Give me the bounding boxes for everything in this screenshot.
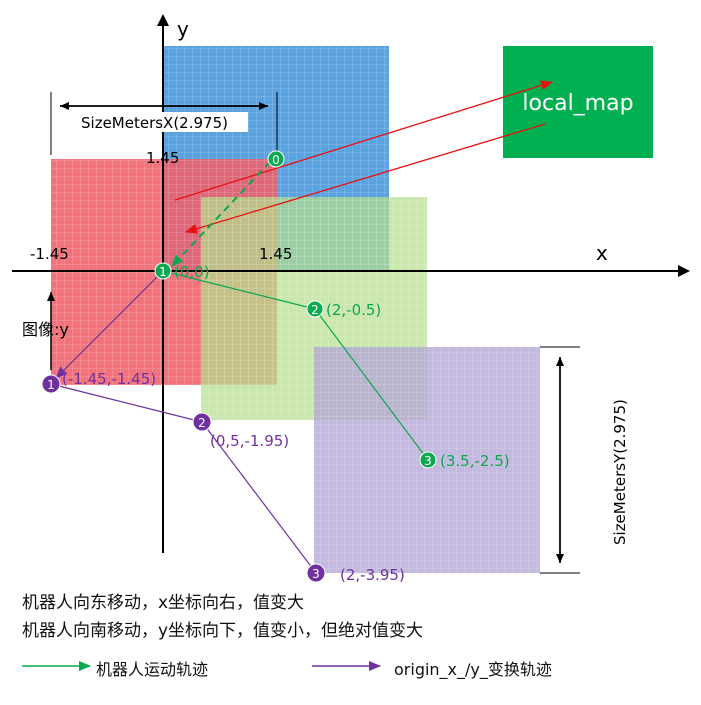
origin-path-seg1 <box>50 383 203 423</box>
robot-point-1-label: (0,0) <box>174 263 210 281</box>
origin-point-1: 1 <box>41 374 61 394</box>
tick-neg-x: -1.45 <box>30 245 69 263</box>
svg-text:1: 1 <box>47 378 55 392</box>
origin-point-2-label: (0,5,-1.95) <box>210 432 289 450</box>
local-map-label: local_map <box>522 91 633 116</box>
svg-text:2: 2 <box>311 303 319 317</box>
local-map-box <box>503 46 653 158</box>
robot-path-seg2 <box>314 308 429 461</box>
tick-pos-y: 1.45 <box>146 149 179 167</box>
robot-point-2-label: (2,-0.5) <box>326 301 381 319</box>
size-x-label: SizeMetersX(2.975) <box>81 114 228 132</box>
svg-text:1: 1 <box>159 265 167 279</box>
svg-text:3: 3 <box>424 454 432 468</box>
origin-point-2: 2 <box>192 412 212 432</box>
red-arrow-in <box>185 123 546 234</box>
svg-text:2: 2 <box>198 416 206 430</box>
red-arrow-out <box>174 80 553 201</box>
legend-robot-label: 机器人运动轨迹 <box>96 660 209 679</box>
origin-point-1-label: (-1.45,-1.45) <box>62 370 156 388</box>
robot-point-3-label: (3.5,-2.5) <box>440 452 510 470</box>
tick-pos-x: 1.45 <box>259 245 292 263</box>
size-y-label: SizeMetersY(2.975) <box>611 399 629 545</box>
robot-point-2: 2 <box>306 300 324 318</box>
note-east: 机器人向东移动，x坐标向右，值变大 <box>22 593 305 613</box>
note-south: 机器人向南移动，y坐标向下，值变小，但绝对值变大 <box>22 621 424 641</box>
robot-point-3: 3 <box>419 451 437 469</box>
svg-text:0: 0 <box>272 153 280 167</box>
image-y-label: 图像:y <box>22 320 69 339</box>
robot-point-1: 1 <box>154 262 172 280</box>
y-axis-label: y <box>177 17 189 41</box>
origin-path-seg2 <box>201 421 317 574</box>
purple-map-rect <box>314 347 540 573</box>
origin-path-arrow <box>55 270 164 379</box>
robot-path-seg1 <box>162 270 316 310</box>
svg-text:3: 3 <box>312 567 320 581</box>
x-axis-label: x <box>596 241 608 265</box>
origin-point-3: 3 <box>306 563 326 583</box>
robot-point-0: 0 <box>267 150 285 168</box>
origin-point-3-label: (2,-3.95) <box>340 566 405 584</box>
legend-origin-label: origin_x_/y_变换轨迹 <box>394 660 552 679</box>
size-x-label-bg <box>78 112 248 132</box>
